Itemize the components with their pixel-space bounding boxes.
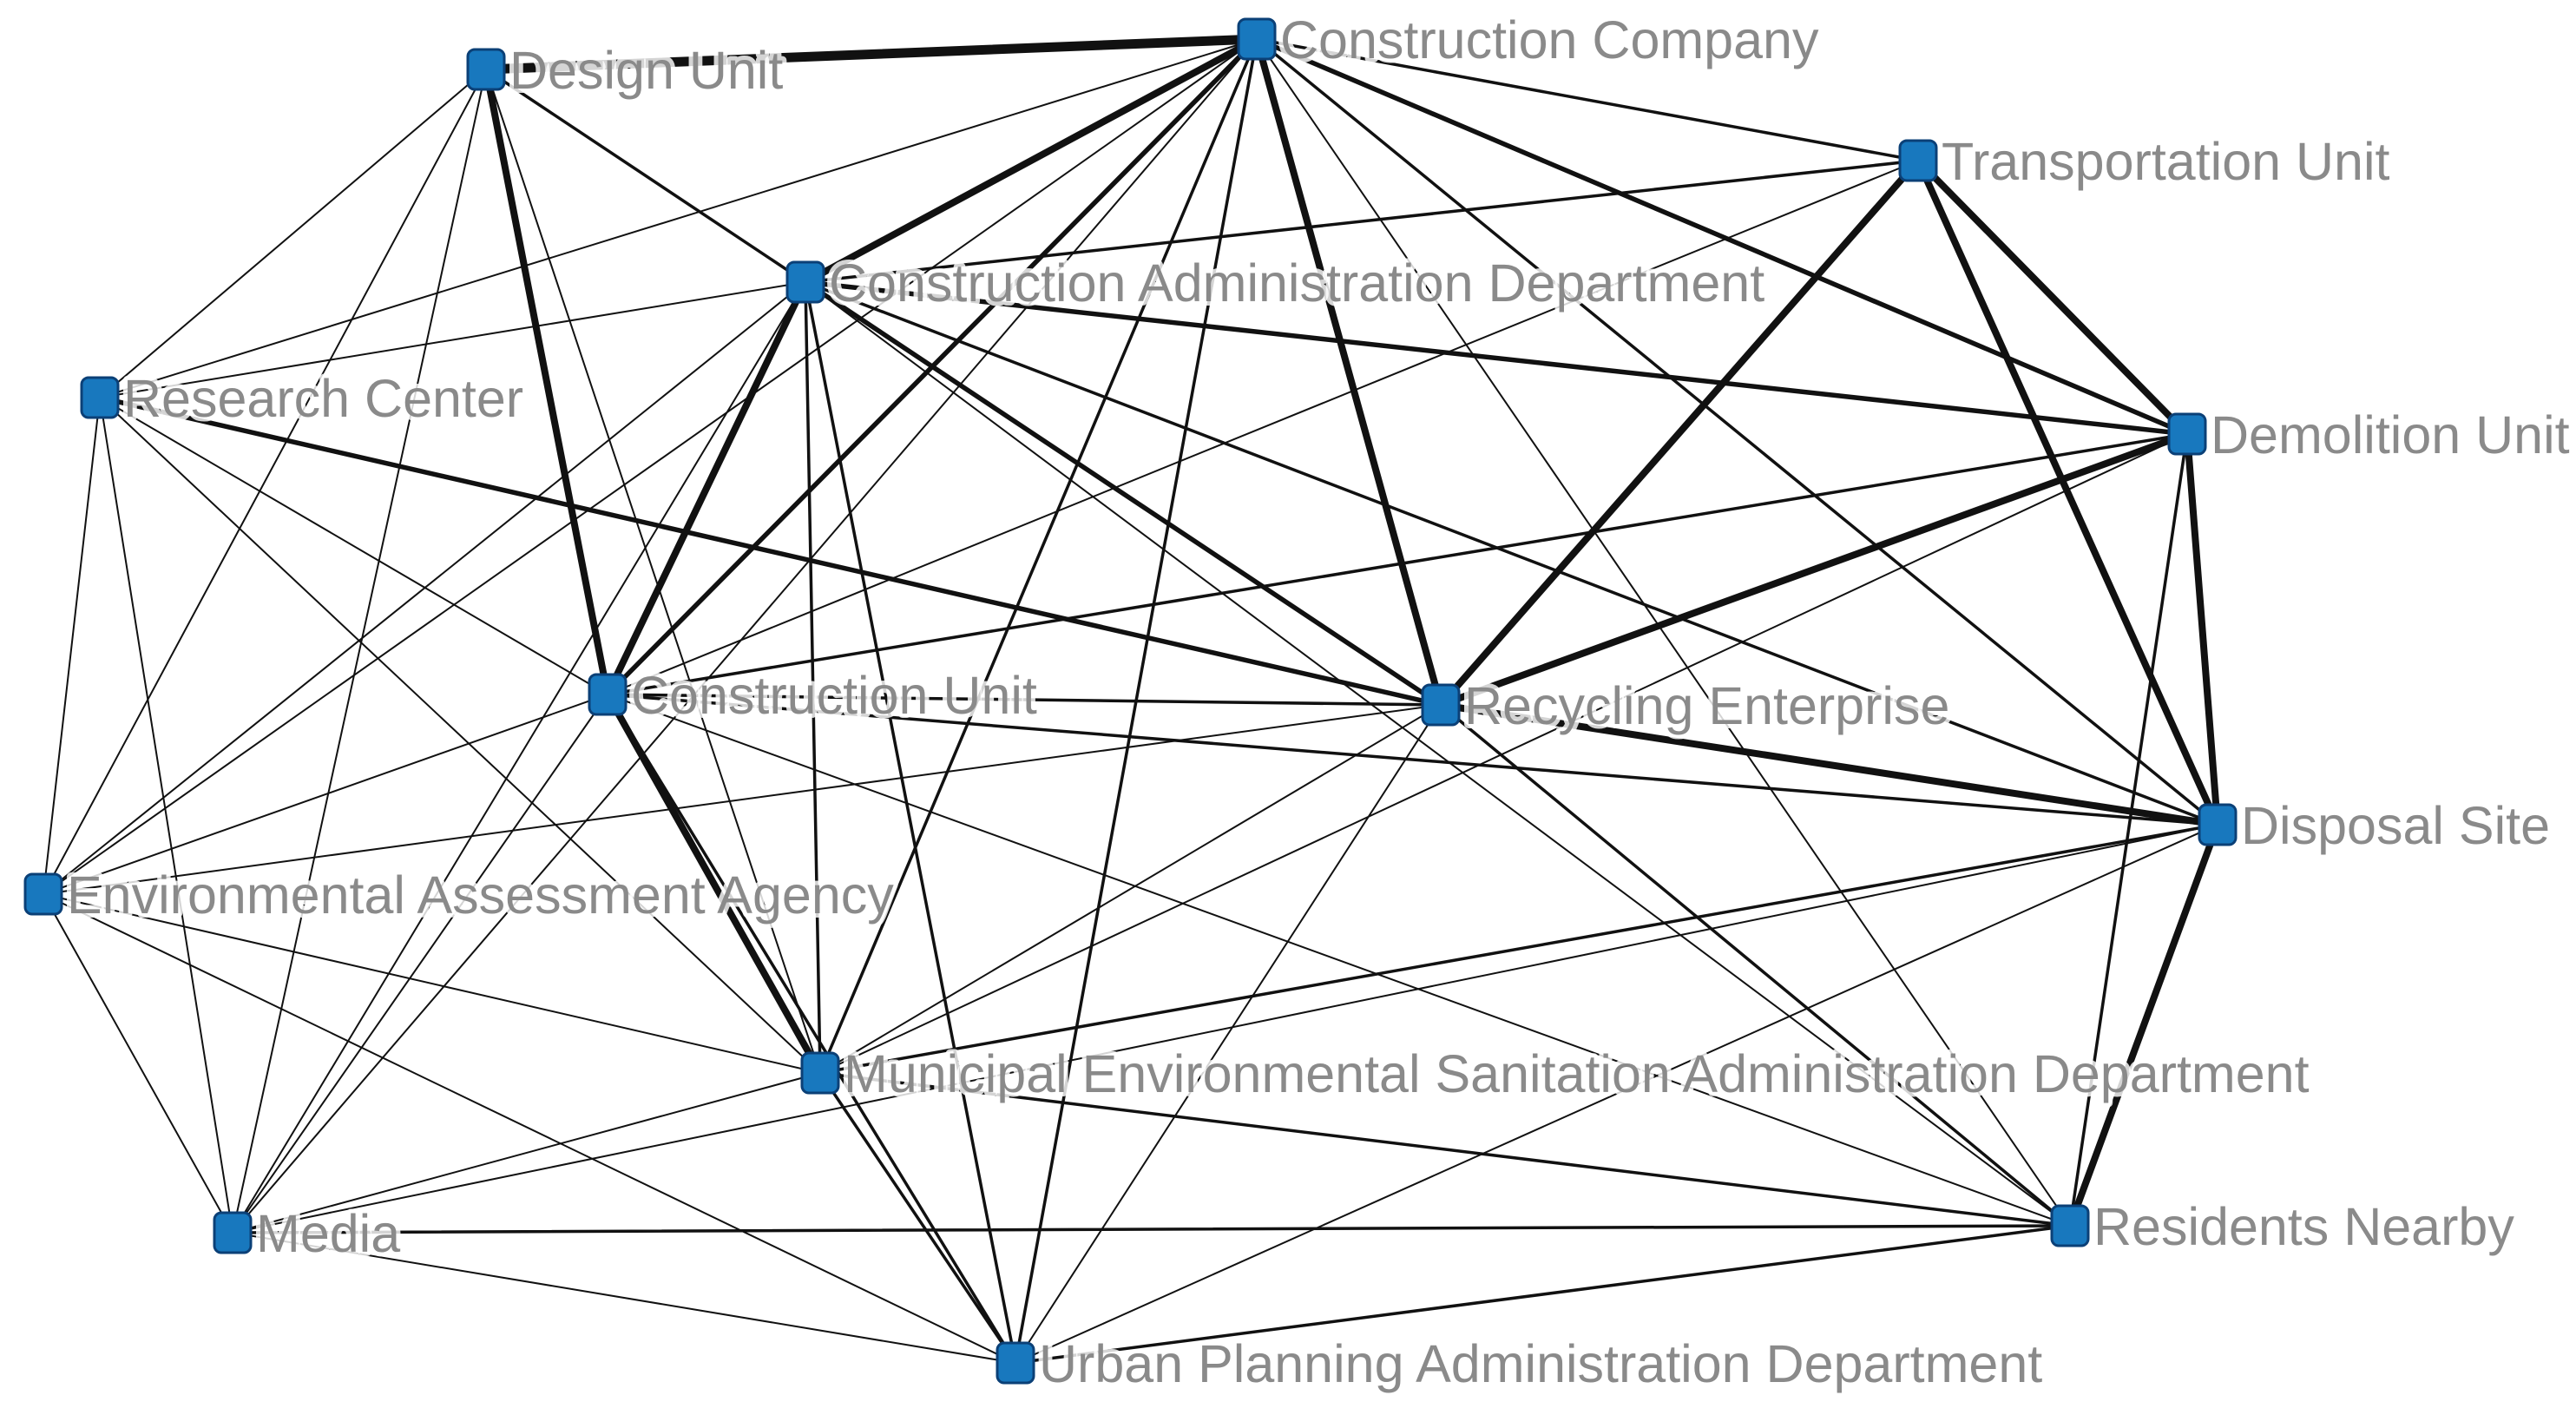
- edge-demolition-unit--construction-unit: [606, 432, 2189, 696]
- edge-research-center--municipal-sanitation: [99, 397, 821, 1074]
- edge-construction-company--demolition-unit: [1254, 36, 2190, 437]
- edge-demolition-unit--recycling-enterprise: [1437, 431, 2191, 708]
- edge-research-center--media: [99, 397, 233, 1234]
- edge-construction-company--construction-admin: [802, 36, 1260, 286]
- edge-research-center--recycling-enterprise: [97, 395, 1443, 708]
- node-municipal-sanitation: [800, 1051, 840, 1095]
- edge-construction-unit--env-agency: [43, 694, 608, 895]
- edge-construction-admin--residents: [805, 281, 2071, 1227]
- edge-recycling-enterprise--municipal-sanitation: [819, 704, 1442, 1074]
- label-disposal-site: Disposal Site: [2241, 796, 2550, 855]
- edge-design-unit--env-agency: [43, 69, 487, 895]
- edge-construction-company--research-center: [99, 38, 1258, 398]
- edge-env-agency--recycling-enterprise: [43, 704, 1442, 895]
- edge-env-agency--municipal-sanitation: [43, 893, 821, 1074]
- edge-design-unit--construction-unit: [483, 66, 611, 698]
- nodes-layer: [23, 17, 2238, 1385]
- edges-layer: [43, 34, 2221, 1365]
- edge-municipal-sanitation--urban-planning: [818, 1071, 1017, 1365]
- label-urban-planning: Urban Planning Administration Department: [1039, 1334, 2042, 1393]
- edge-design-unit--construction-company: [481, 34, 1262, 75]
- node-construction-company: [1237, 17, 1277, 61]
- edge-research-center--construction-unit: [99, 397, 608, 695]
- edge-construction-admin--urban-planning: [804, 280, 1017, 1365]
- edge-disposal-site--residents: [2067, 821, 2221, 1229]
- edge-construction-company--disposal-site: [1255, 37, 2219, 826]
- edge-construction-admin--recycling-enterprise: [803, 280, 1443, 708]
- labels-layer: Design Unit Construction CompanyTransport…: [62, 6, 2574, 1398]
- edge-design-unit--media: [232, 69, 487, 1234]
- edge-construction-company--residents: [1256, 38, 2071, 1227]
- edge-design-unit--municipal-sanitation: [485, 69, 821, 1074]
- node-construction-unit: [588, 673, 628, 716]
- edge-construction-unit--disposal-site: [606, 693, 2219, 826]
- label-municipal-sanitation: Municipal Environmental Sanitation Admin…: [844, 1044, 2310, 1103]
- label-demolition-unit: Demolition Unit: [2211, 405, 2570, 464]
- edge-recycling-enterprise--disposal-site: [1437, 701, 2221, 828]
- edge-municipal-sanitation--media: [232, 1072, 821, 1234]
- edge-construction-unit--recycling-enterprise: [606, 693, 1442, 707]
- node-design-unit: [466, 48, 506, 91]
- edge-construction-company--media: [232, 38, 1258, 1234]
- label-recycling-enterprise: Recycling Enterprise: [1464, 676, 1949, 735]
- edge-research-center--env-agency: [43, 397, 101, 895]
- edge-construction-admin--construction-unit: [604, 279, 809, 698]
- edge-construction-company--transportation-unit: [1255, 37, 1920, 162]
- node-transportation-unit: [1898, 139, 1938, 182]
- edge-demolition-unit--municipal-sanitation: [819, 433, 2188, 1074]
- edge-residents--urban-planning: [1014, 1224, 2072, 1365]
- edge-media--urban-planning: [232, 1232, 1016, 1364]
- edge-construction-company--recycling-enterprise: [1253, 36, 1444, 708]
- label-transportation-unit: Transportation Unit: [1942, 132, 2390, 191]
- edge-construction-admin--demolition-unit: [803, 280, 2190, 437]
- edge-construction-unit--urban-planning: [606, 693, 1017, 1365]
- label-residents: Residents Nearby: [2093, 1197, 2514, 1256]
- edge-recycling-enterprise--urban-planning: [1015, 704, 1442, 1364]
- node-recycling-enterprise: [1421, 683, 1461, 727]
- label-media: Media: [256, 1204, 400, 1263]
- edge-demolition-unit--disposal-site: [2184, 431, 2221, 828]
- edge-construction-admin--research-center: [99, 281, 806, 398]
- edge-disposal-site--media: [232, 824, 2218, 1234]
- node-env-agency: [23, 872, 63, 916]
- edge-construction-admin--municipal-sanitation: [804, 280, 822, 1075]
- node-media: [213, 1211, 253, 1254]
- edge-construction-unit--residents: [607, 694, 2071, 1227]
- node-residents: [2050, 1204, 2090, 1247]
- edge-transportation-unit--disposal-site: [1915, 157, 2221, 828]
- edge-construction-unit--municipal-sanitation: [604, 691, 824, 1076]
- edge-construction-admin--media: [232, 281, 806, 1234]
- edge-env-agency--media: [43, 893, 233, 1234]
- edge-transportation-unit--demolition-unit: [1915, 157, 2191, 438]
- node-urban-planning: [996, 1341, 1035, 1385]
- edge-construction-company--municipal-sanitation: [818, 37, 1258, 1075]
- label-construction-unit: Construction Unit: [631, 666, 1037, 725]
- node-disposal-site: [2198, 803, 2238, 846]
- node-demolition-unit: [2167, 412, 2207, 456]
- edge-municipal-sanitation--residents: [818, 1071, 2072, 1227]
- edge-transportation-unit--construction-admin: [804, 159, 1920, 284]
- edge-disposal-site--municipal-sanitation: [818, 823, 2219, 1075]
- edge-env-agency--urban-planning: [43, 893, 1016, 1364]
- edge-design-unit--research-center: [99, 69, 487, 398]
- edge-construction-company--env-agency: [43, 38, 1258, 895]
- edge-disposal-site--urban-planning: [1015, 824, 2218, 1364]
- edge-design-unit--construction-admin: [484, 68, 807, 284]
- label-research-center: Research Center: [123, 369, 523, 428]
- edge-recycling-enterprise--residents: [1439, 703, 2072, 1227]
- edge-demolition-unit--residents: [2068, 432, 2189, 1227]
- edge-media--residents: [231, 1224, 2072, 1234]
- node-research-center: [80, 376, 120, 419]
- label-env-agency: Environmental Assessment Agency: [67, 865, 894, 925]
- label-construction-admin: Construction Administration Department: [829, 253, 1764, 313]
- edge-transportation-unit--recycling-enterprise: [1437, 157, 1922, 708]
- edge-transportation-unit--construction-unit: [607, 160, 1919, 695]
- label-design-unit: Design Unit: [509, 41, 783, 100]
- edge-construction-admin--disposal-site: [804, 280, 2219, 826]
- label-construction-company: Construction Company: [1280, 10, 1819, 69]
- node-construction-admin: [785, 260, 825, 304]
- edge-construction-unit--media: [232, 694, 608, 1234]
